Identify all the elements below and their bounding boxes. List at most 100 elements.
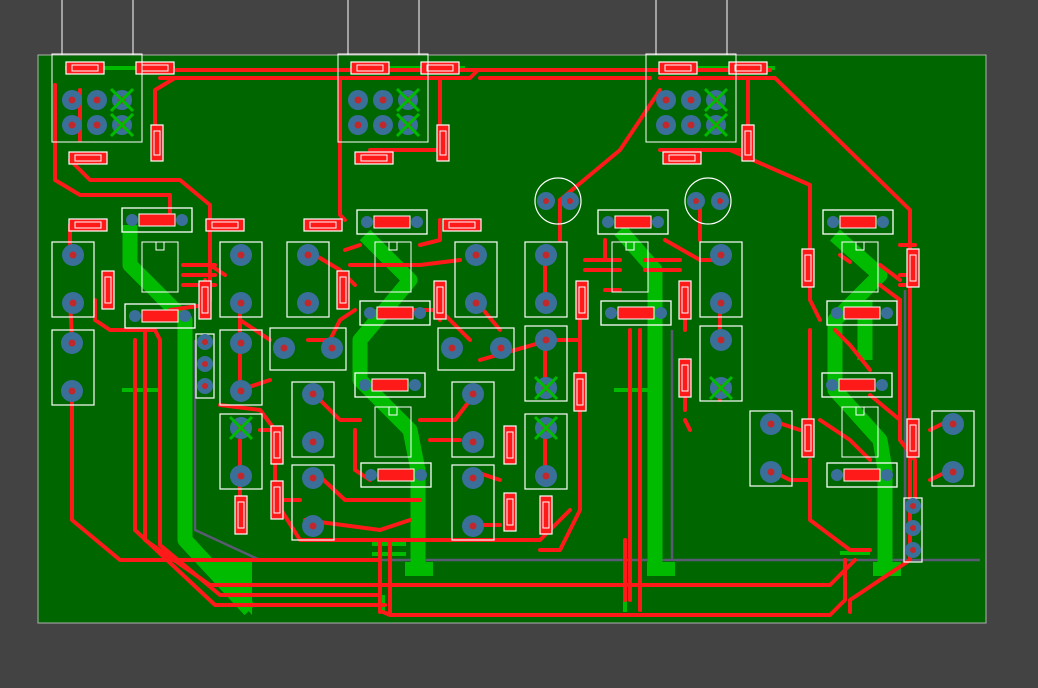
pad-hole	[693, 198, 699, 204]
connector-pin[interactable]	[62, 90, 82, 110]
component-pin[interactable]	[710, 329, 732, 351]
pad-hole	[717, 336, 725, 344]
connector-pin[interactable]	[109, 87, 135, 113]
component-pin[interactable]	[710, 292, 732, 314]
component-pin[interactable]	[760, 413, 782, 435]
connector-pin[interactable]	[87, 90, 107, 110]
component-pin[interactable]	[535, 465, 557, 487]
component-pin[interactable]	[302, 467, 324, 489]
component-pin[interactable]	[273, 337, 295, 359]
pad-hole	[69, 251, 77, 259]
component-pin[interactable]	[302, 515, 324, 537]
component-pin[interactable]	[462, 467, 484, 489]
resistor-silk	[506, 498, 514, 526]
component-pin[interactable]	[942, 461, 964, 483]
transistor-body[interactable]	[614, 215, 652, 229]
capacitor-pin[interactable]	[687, 192, 705, 210]
connector-pin[interactable]	[681, 90, 701, 110]
connector-pin[interactable]	[681, 115, 701, 135]
component-pin[interactable]	[321, 337, 343, 359]
smd-resistor[interactable]	[741, 124, 755, 162]
component-pin[interactable]	[62, 292, 84, 314]
header-pin[interactable]	[905, 498, 921, 514]
component-pin[interactable]	[302, 431, 324, 453]
connector-pin[interactable]	[395, 87, 421, 113]
transistor-body[interactable]	[376, 306, 414, 320]
component-pin[interactable]	[230, 465, 252, 487]
top-copper-trace	[53, 83, 172, 217]
top-copper-trace	[306, 308, 357, 342]
connector-pin[interactable]	[373, 115, 393, 135]
component-pin[interactable]	[462, 383, 484, 405]
top-copper-trace	[313, 253, 357, 287]
component-pin[interactable]	[533, 375, 559, 401]
connector-pin[interactable]	[87, 115, 107, 135]
capacitor-pin[interactable]	[537, 192, 555, 210]
component-pin[interactable]	[61, 380, 83, 402]
component-pin[interactable]	[942, 413, 964, 435]
component-pin[interactable]	[462, 431, 484, 453]
connector-pin[interactable]	[656, 115, 676, 135]
component-pin[interactable]	[535, 329, 557, 351]
component-pin[interactable]	[230, 380, 252, 402]
header-pin[interactable]	[197, 334, 213, 350]
component-pin[interactable]	[710, 244, 732, 266]
connector-pin[interactable]	[373, 90, 393, 110]
component-pin[interactable]	[302, 383, 324, 405]
capacitor-pin[interactable]	[561, 192, 579, 210]
pad-hole	[68, 96, 76, 104]
component-pin[interactable]	[297, 292, 319, 314]
pad-hole	[237, 339, 245, 347]
component-pin[interactable]	[62, 244, 84, 266]
connector-pin[interactable]	[656, 90, 676, 110]
component-pin[interactable]	[462, 515, 484, 537]
header-pin[interactable]	[197, 356, 213, 372]
component-pin[interactable]	[465, 244, 487, 266]
transistor-body[interactable]	[838, 378, 876, 392]
component-pin[interactable]	[230, 332, 252, 354]
smd-resistor[interactable]	[436, 124, 450, 162]
header-pin[interactable]	[197, 378, 213, 394]
connector-pin[interactable]	[703, 87, 729, 113]
component-pin[interactable]	[535, 292, 557, 314]
transistor-pin	[365, 469, 377, 481]
pad-hole	[354, 96, 362, 104]
component-pin[interactable]	[535, 244, 557, 266]
top-copper-trace	[338, 76, 347, 222]
component-pin[interactable]	[61, 332, 83, 354]
component-pin[interactable]	[533, 415, 559, 441]
component-pin[interactable]	[760, 461, 782, 483]
transistor-body[interactable]	[138, 213, 176, 227]
transistor-body[interactable]	[377, 468, 415, 482]
ground-pad-block	[405, 562, 433, 576]
component-pin[interactable]	[708, 375, 734, 401]
connector-pin[interactable]	[109, 112, 135, 138]
connector-pin[interactable]	[395, 112, 421, 138]
transistor-body[interactable]	[141, 309, 179, 323]
component-pin[interactable]	[230, 244, 252, 266]
component-pin[interactable]	[297, 244, 319, 266]
smd-resistor[interactable]	[150, 124, 164, 162]
transistor-body[interactable]	[371, 378, 409, 392]
connector-pin[interactable]	[348, 90, 368, 110]
pad-hole	[309, 390, 317, 398]
capacitor-pin[interactable]	[711, 192, 729, 210]
component-pin[interactable]	[441, 337, 463, 359]
connector-pin[interactable]	[703, 112, 729, 138]
connector-pin[interactable]	[62, 115, 82, 135]
transistor-body[interactable]	[839, 215, 877, 229]
header-pin[interactable]	[905, 520, 921, 536]
transistor-body[interactable]	[843, 468, 881, 482]
component-pin[interactable]	[465, 292, 487, 314]
component-pin[interactable]	[228, 415, 254, 441]
pad-hole	[717, 251, 725, 259]
header-pin[interactable]	[905, 542, 921, 558]
component-pin[interactable]	[490, 337, 512, 359]
transistor-body[interactable]	[617, 306, 655, 320]
transistor-body[interactable]	[843, 306, 881, 320]
component-pin[interactable]	[230, 292, 252, 314]
connector-pin[interactable]	[348, 115, 368, 135]
transistor-body[interactable]	[373, 215, 411, 229]
transistor-silk	[359, 300, 431, 326]
